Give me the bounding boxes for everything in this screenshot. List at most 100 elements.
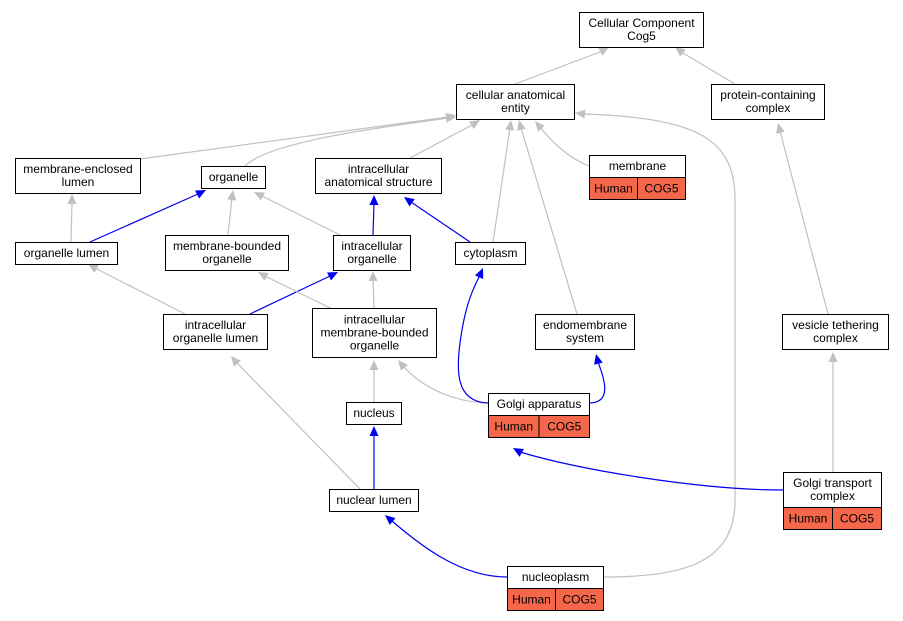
edge-line — [244, 117, 449, 167]
gene-cell — [637, 177, 686, 200]
arrowhead — [517, 120, 526, 131]
node-label-line: organelle — [202, 252, 252, 266]
species-label: Human — [594, 182, 633, 196]
node-cytoplasm[interactable]: cytoplasm — [455, 242, 526, 265]
arrowhead — [828, 352, 838, 362]
node-label-line: lumen — [62, 175, 95, 189]
edge-protein-containing-complex-to-root-term — [675, 47, 736, 85]
edge-golgi-apparatus-to-endomembrane-system — [588, 354, 606, 404]
species-label: Human — [494, 420, 533, 434]
arrowhead — [368, 271, 378, 281]
node-label-line: membrane-bounded — [320, 326, 428, 340]
edge-line — [261, 195, 341, 236]
edge-nuclear-lumen-to-nucleus — [369, 426, 379, 489]
arrowhead — [369, 360, 379, 370]
arrowhead — [675, 47, 686, 57]
node-label-line: intracellular — [185, 318, 246, 332]
edge-line — [539, 126, 590, 167]
edge-line — [402, 365, 489, 404]
node-label-line: cellular anatomical — [466, 88, 565, 102]
edge-golgi-apparatus-to-cytoplasm — [457, 268, 489, 404]
species-label: Human — [512, 593, 551, 607]
node-box — [783, 472, 882, 508]
node-box — [455, 242, 526, 265]
node-label-line: vesicle tethering — [792, 318, 879, 332]
arrowhead — [776, 123, 785, 134]
node-label-line: system — [566, 331, 604, 345]
gene-cell — [538, 415, 590, 438]
node-label-line: organelle — [350, 339, 400, 353]
edge-organelle-lumen-to-membrane-enclosed-lumen — [67, 194, 77, 243]
edge-line — [779, 130, 829, 315]
edge-intracellular-organelle-to-organelle — [254, 192, 341, 236]
node-label-line: anatomical structure — [324, 175, 432, 189]
node-label-line: Golgi apparatus — [497, 397, 582, 411]
node-label-line: organelle — [347, 252, 397, 266]
edge-intracellular-organelle-lumen-to-intracellular-organelle — [249, 272, 338, 315]
species-label: Human — [789, 512, 828, 526]
arrowhead — [505, 120, 515, 131]
node-label-line: entity — [501, 101, 530, 115]
node-box — [163, 314, 268, 350]
edge-endomembrane-system-to-cellular-anatomical-entity — [517, 120, 578, 315]
node-label-line: intracellular — [348, 162, 409, 176]
node-organelle-lumen[interactable]: organelle lumen — [15, 242, 118, 265]
node-label-line: organelle lumen — [24, 246, 109, 260]
node-label-line: endomembrane — [543, 318, 627, 332]
node-label-line: nucleoplasm — [522, 570, 589, 584]
gene-label: COG5 — [840, 512, 874, 526]
node-label-line: nucleus — [353, 406, 394, 420]
edge-line — [583, 113, 736, 578]
node-label-line: complex — [810, 489, 855, 503]
edge-intracellular-organelle-lumen-to-organelle-lumen — [88, 264, 186, 315]
gene-label: COG5 — [644, 182, 678, 196]
edge-vesicle-tethering-complex-to-protein-containing-complex — [776, 123, 829, 315]
edge-nucleoplasm-to-nuclear-lumen — [385, 515, 508, 578]
node-box — [15, 158, 141, 194]
node-label-line: protein-containing — [720, 88, 815, 102]
node-nuclear-lumen[interactable]: nuclear lumen — [329, 489, 419, 512]
edge-line — [410, 201, 471, 243]
node-box — [165, 235, 289, 271]
node-box — [782, 314, 889, 350]
node-organelle[interactable]: organelle — [201, 166, 266, 189]
arrowhead — [195, 190, 206, 199]
gene-cell — [832, 507, 882, 530]
edge-line — [94, 267, 186, 315]
edge-line — [249, 275, 331, 315]
node-label-line: Golgi transport — [793, 476, 872, 490]
edge-organelle-lumen-to-organelle — [89, 190, 206, 243]
node-nucleus[interactable]: nucleus — [346, 402, 402, 425]
edge-line — [89, 193, 199, 243]
node-label-line: cytoplasm — [463, 246, 517, 260]
annotation-row: Human COG5 — [589, 177, 686, 200]
node-box — [333, 235, 411, 271]
node-label-line: complex — [813, 331, 858, 345]
edge-line — [520, 127, 578, 315]
node-label-line: membrane-bounded — [173, 239, 281, 253]
edge-golgi-apparatus-to-intracellular-membrane-bounded-organelle — [398, 360, 489, 404]
node-box — [711, 84, 825, 120]
arrowhead — [369, 426, 379, 436]
node-box — [15, 242, 118, 265]
arrowhead — [385, 515, 396, 525]
edge-cellular-anatomical-entity-to-root-term — [514, 47, 609, 85]
edge-line — [682, 52, 736, 85]
arrowhead — [598, 47, 609, 56]
